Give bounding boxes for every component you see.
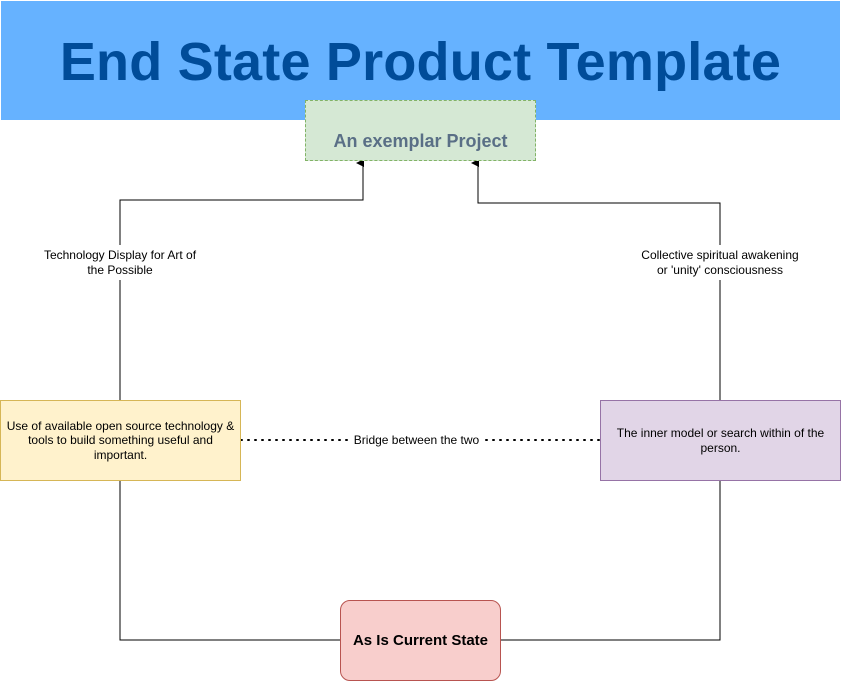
- open-source-technology-label: Use of available open source technology …: [6, 418, 235, 462]
- inner-model-label: The inner model or search within of the …: [616, 426, 825, 455]
- connector-right-loop: [471, 159, 721, 641]
- open-source-technology-node: Use of available open source technology …: [0, 400, 241, 481]
- connector-left-loop: [119, 159, 364, 641]
- exemplar-project-node: An exemplar Project: [305, 100, 536, 161]
- page-title: End State Product Template: [59, 31, 782, 92]
- technology-display-text: Technology Display for Art of the Possib…: [43, 247, 197, 277]
- inner-model-node: The inner model or search within of the …: [600, 400, 841, 481]
- bridge-label: Bridge between the two: [348, 432, 485, 448]
- current-state-label: As Is Current State: [352, 632, 489, 649]
- spiritual-awakening-text: Collective spiritual awakening or 'unity…: [641, 247, 799, 277]
- current-state-node: As Is Current State: [340, 600, 501, 681]
- spiritual-awakening-label: Collective spiritual awakening or 'unity…: [636, 245, 804, 280]
- exemplar-project-label: An exemplar Project: [333, 131, 508, 151]
- technology-display-label: Technology Display for Art of the Possib…: [40, 245, 200, 280]
- bridge-text: Bridge between the two: [353, 432, 480, 447]
